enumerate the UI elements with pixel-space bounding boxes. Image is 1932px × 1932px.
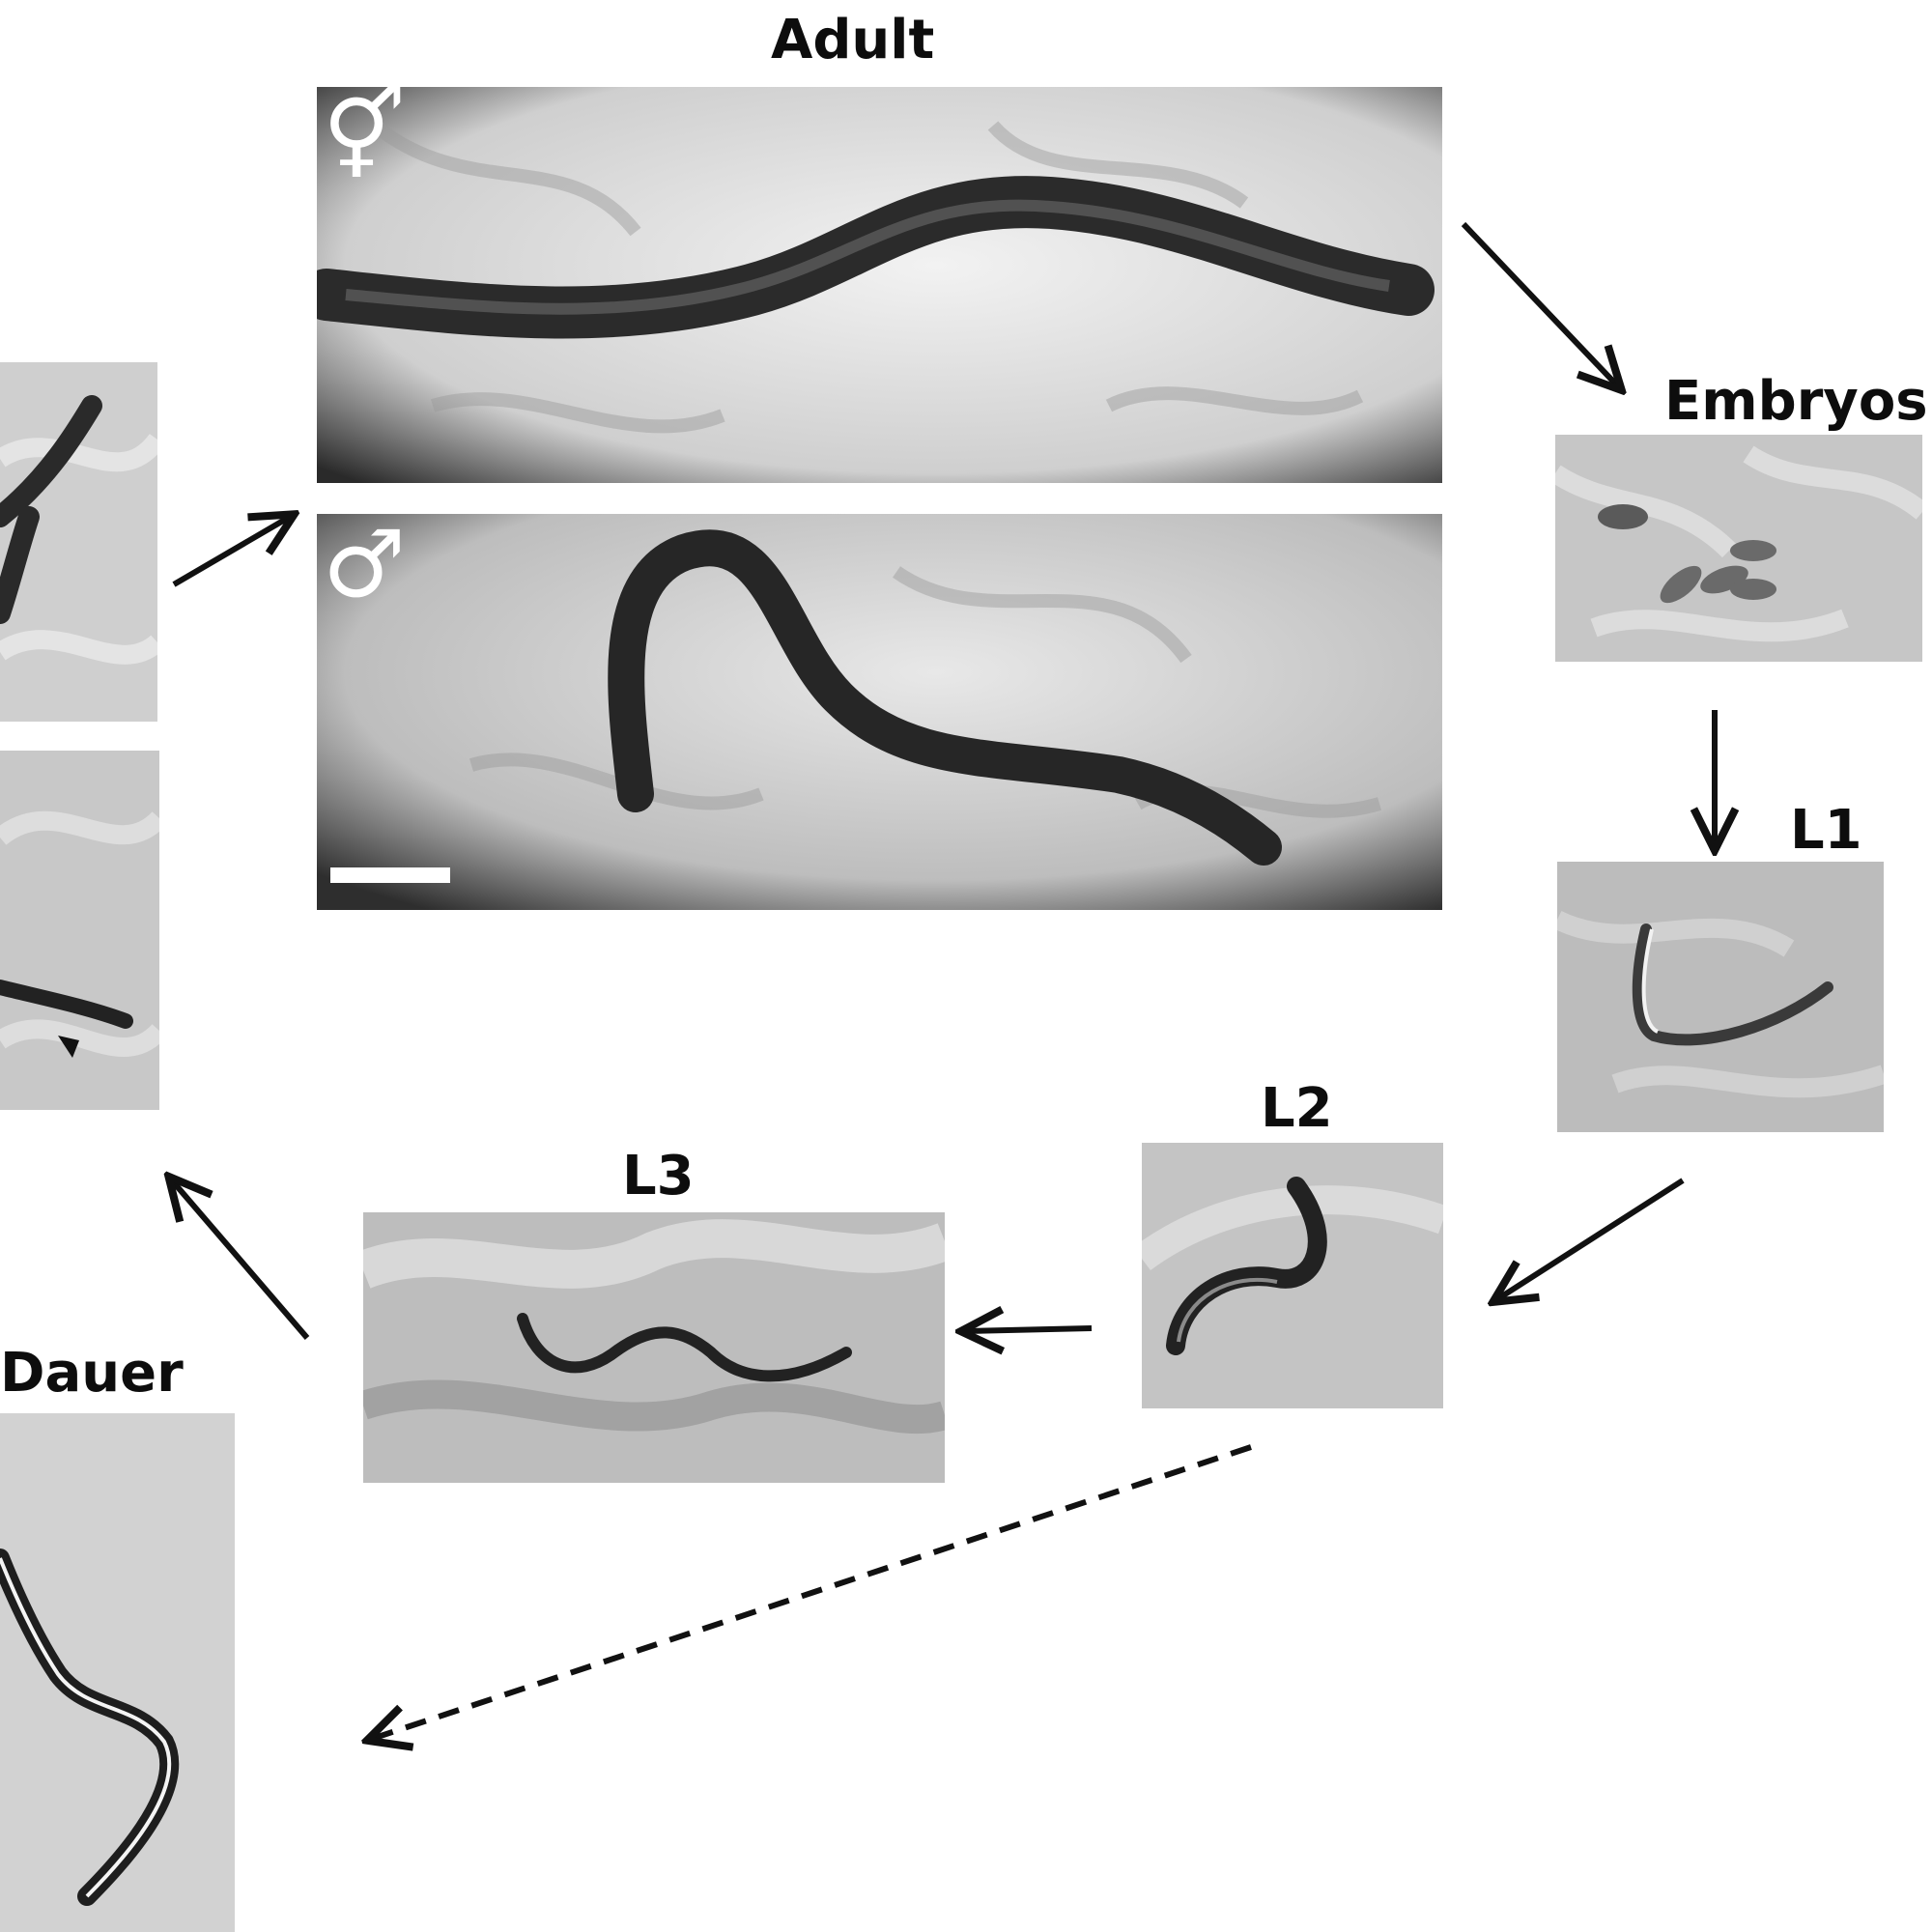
arrow-l2-to-l3 <box>966 1328 1092 1331</box>
arrow-l1-to-l2 <box>1497 1180 1683 1299</box>
arrow-l2-to-dauer-dashed <box>372 1447 1251 1739</box>
arrow-l3-to-left <box>172 1180 307 1338</box>
arrow-adult-to-embryos <box>1463 224 1618 386</box>
arrow-left-to-adult <box>174 517 290 584</box>
